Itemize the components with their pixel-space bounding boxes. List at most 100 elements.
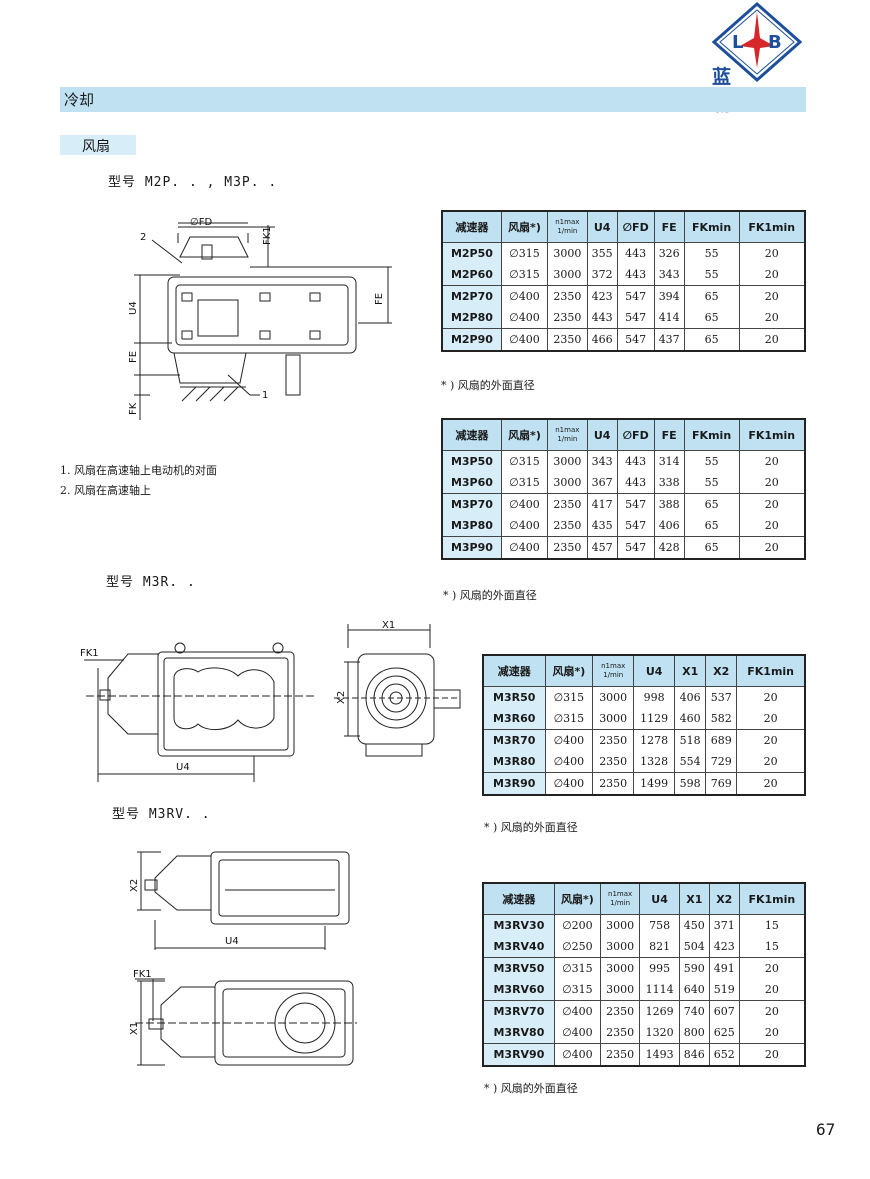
value-cell: 20 — [736, 708, 806, 730]
dim-m3r-x1: X1 — [382, 620, 395, 631]
model-cell: M3RV40 — [482, 936, 555, 958]
value-cell: 443 — [586, 307, 618, 329]
value-cell: 652 — [708, 1043, 740, 1067]
model-cell: M3R70 — [482, 729, 546, 751]
value-cell: 2350 — [547, 515, 588, 537]
value-cell: 518 — [674, 729, 707, 751]
table-header-cell: 减速器 — [441, 418, 502, 451]
table-header-cell: 减速器 — [482, 882, 555, 915]
value-cell: ∅315 — [553, 957, 601, 979]
value-cell: 3000 — [547, 472, 588, 494]
value-cell: 2350 — [547, 536, 588, 560]
value-cell: 2350 — [547, 328, 588, 352]
value-cell: 15 — [738, 936, 806, 958]
dim-fe-left: FE — [128, 351, 139, 363]
value-cell: 443 — [616, 242, 655, 264]
value-cell: 20 — [738, 472, 806, 494]
value-cell: 406 — [674, 686, 707, 708]
table-header-cell: FK1min — [738, 210, 806, 243]
section-header-bar — [60, 87, 806, 112]
value-cell: 1328 — [633, 751, 676, 773]
value-cell: 314 — [653, 450, 685, 472]
value-cell: 355 — [586, 242, 618, 264]
value-cell: 428 — [653, 536, 685, 560]
value-cell: 20 — [738, 493, 806, 515]
value-cell: 388 — [653, 493, 685, 515]
model-label-m3r: 型号 M3R. . — [106, 575, 196, 590]
value-cell: 20 — [736, 751, 806, 773]
value-cell: ∅315 — [544, 708, 594, 730]
value-cell: 343 — [586, 450, 618, 472]
table-header-cell: U4 — [639, 882, 680, 915]
value-cell: 3000 — [592, 708, 635, 730]
dim-fk1: FK1 — [262, 226, 273, 245]
table-header-cell: X2 — [708, 882, 740, 915]
value-cell: 20 — [738, 515, 806, 537]
value-cell: 504 — [678, 936, 710, 958]
value-cell: 450 — [678, 914, 710, 936]
dim-fk: FK — [128, 402, 139, 415]
table-header-cell: U4 — [586, 418, 618, 451]
footnote-m2p: * ) 风扇的外面直径 — [441, 379, 535, 392]
table-header-cell: U4 — [586, 210, 618, 243]
value-cell: 3000 — [599, 936, 641, 958]
value-cell: ∅400 — [544, 751, 594, 773]
value-cell: 20 — [736, 729, 806, 751]
model-cell: M3P50 — [441, 450, 502, 472]
value-cell: 3000 — [599, 957, 641, 979]
value-cell: ∅400 — [500, 493, 549, 515]
model-label-m3rv: 型号 M3RV. . — [112, 807, 211, 822]
value-cell: 435 — [586, 515, 618, 537]
value-cell: 554 — [674, 751, 707, 773]
model-cell: M3R60 — [482, 708, 546, 730]
model-cell: M3P90 — [441, 536, 502, 560]
value-cell: 846 — [678, 1043, 710, 1067]
value-cell: ∅400 — [553, 1000, 601, 1022]
table-header-cell: U4 — [633, 654, 676, 687]
value-cell: 547 — [616, 493, 655, 515]
value-cell: ∅400 — [500, 307, 549, 329]
dim-fd: ∅FD — [190, 217, 212, 228]
value-cell: ∅400 — [500, 536, 549, 560]
dim-m3r-fk1: FK1 — [80, 648, 99, 659]
value-cell: 20 — [736, 686, 806, 708]
m3rv-top-drawing: FK1 X1 — [129, 969, 357, 1066]
value-cell: 65 — [683, 285, 740, 307]
value-cell: ∅315 — [500, 242, 549, 264]
dim-m3r-x2: X2 — [336, 691, 347, 704]
subsection-title: 风扇 — [82, 139, 110, 155]
value-cell: 2350 — [592, 729, 635, 751]
footnote-m3r: * ) 风扇的外面直径 — [484, 821, 578, 834]
page-number: 67 — [816, 1120, 836, 1139]
table-header-cell: X1 — [674, 654, 707, 687]
value-cell: 65 — [683, 536, 740, 560]
value-cell: 3000 — [592, 686, 635, 708]
value-cell: 414 — [653, 307, 685, 329]
value-cell: 20 — [738, 979, 806, 1001]
value-cell: 800 — [678, 1022, 710, 1044]
table-header-cell: 风扇*) — [500, 418, 549, 451]
value-cell: 443 — [616, 264, 655, 286]
value-cell: 343 — [653, 264, 685, 286]
model-cell: M3RV50 — [482, 957, 555, 979]
table-header-cell: ∅FD — [616, 418, 655, 451]
value-cell: 1499 — [633, 772, 676, 796]
value-cell: ∅250 — [553, 936, 601, 958]
dim-m3rv-u4: U4 — [225, 936, 239, 947]
value-cell: 547 — [616, 285, 655, 307]
logo-letter-l: L — [732, 32, 743, 53]
value-cell: 998 — [633, 686, 676, 708]
model-cell: M2P90 — [441, 328, 502, 352]
value-cell: 547 — [616, 328, 655, 352]
